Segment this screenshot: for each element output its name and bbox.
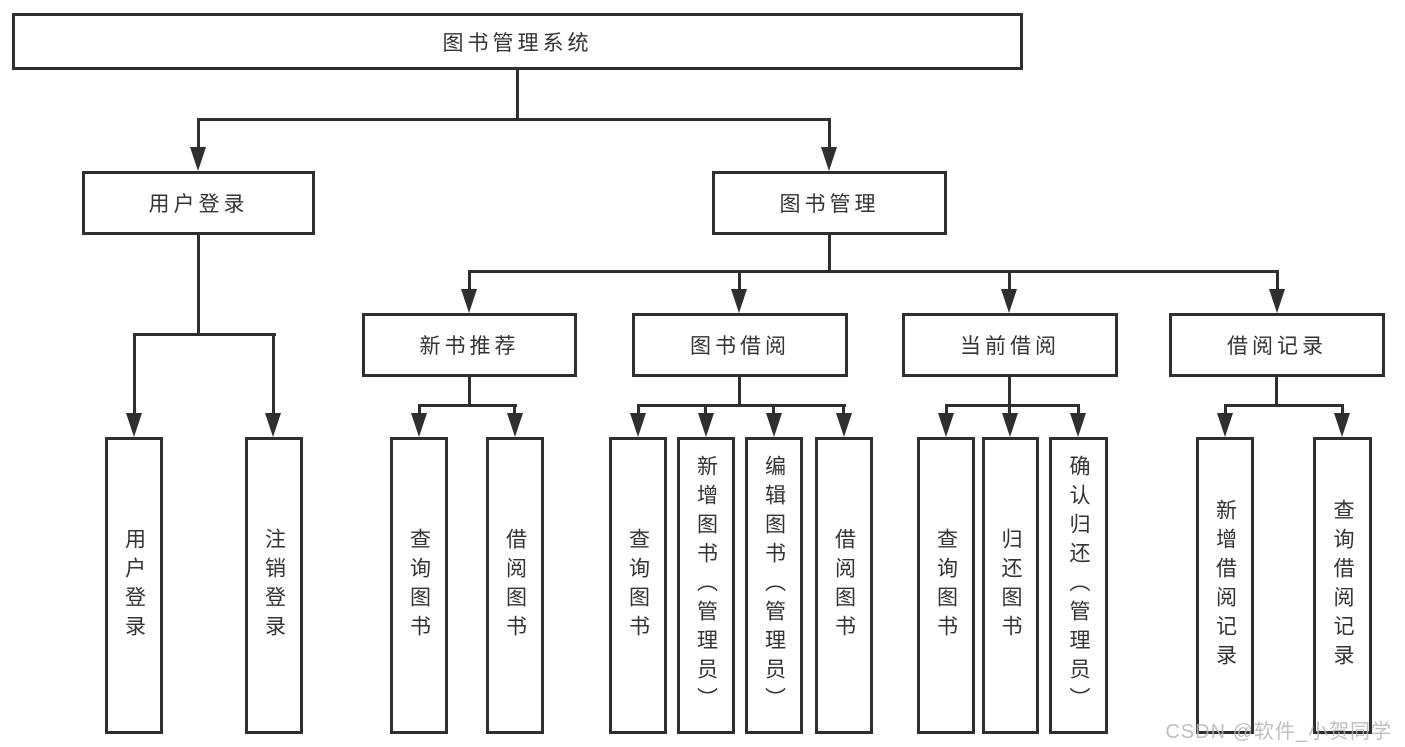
connector-line bbox=[842, 404, 845, 416]
connector-line bbox=[1276, 270, 1279, 292]
connector-line bbox=[133, 333, 276, 336]
connector-line bbox=[1224, 404, 1227, 416]
arrow-down-icon bbox=[1001, 289, 1017, 313]
leaf-borrow-books: 借阅图书 bbox=[815, 437, 873, 734]
node-label: 注销登录 bbox=[262, 527, 286, 644]
node-label: 归还图书 bbox=[999, 527, 1022, 644]
leaf-borrow-books-recommend: 借阅图书 bbox=[486, 437, 544, 734]
connector-line bbox=[468, 377, 471, 406]
connector-line bbox=[197, 118, 200, 148]
connector-line bbox=[637, 404, 846, 407]
connector-line bbox=[704, 404, 707, 416]
connector-line bbox=[828, 118, 831, 148]
connector-line bbox=[272, 333, 275, 415]
node-label: 当前借阅 bbox=[960, 335, 1060, 358]
connector-line bbox=[828, 235, 831, 273]
leaf-edit-books-admin: 编辑图书（管理员） bbox=[745, 437, 803, 734]
connector-line bbox=[1008, 270, 1011, 292]
connector-line bbox=[738, 377, 741, 406]
connector-line bbox=[738, 270, 741, 292]
connector-line bbox=[1275, 377, 1278, 406]
node-book-management: 图书管理 bbox=[712, 171, 947, 235]
leaf-return-books: 归还图书 bbox=[982, 437, 1039, 734]
connector-line bbox=[133, 333, 136, 415]
connector-line bbox=[197, 118, 831, 121]
connector-line bbox=[418, 404, 517, 407]
leaf-query-books-recommend: 查询图书 bbox=[390, 437, 448, 734]
arrow-down-icon bbox=[190, 147, 206, 171]
arrow-down-icon bbox=[1217, 413, 1233, 437]
connector-line bbox=[772, 404, 775, 416]
node-label: 查询借阅记录 bbox=[1331, 498, 1354, 673]
connector-line bbox=[1008, 377, 1011, 406]
leaf-user-login: 用户登录 bbox=[105, 437, 163, 734]
arrow-down-icon bbox=[821, 147, 837, 171]
arrow-down-icon bbox=[126, 413, 142, 437]
node-new-book-recommend: 新书推荐 bbox=[362, 313, 577, 377]
leaf-query-books-current: 查询图书 bbox=[917, 437, 975, 734]
connector-line bbox=[468, 270, 1279, 273]
node-label: 借阅图书 bbox=[503, 527, 527, 644]
node-library-system: 图书管理系统 bbox=[12, 13, 1023, 70]
node-label: 查询图书 bbox=[407, 527, 431, 644]
arrow-down-icon bbox=[1002, 413, 1018, 437]
arrow-down-icon bbox=[698, 413, 714, 437]
node-label: 图书借阅 bbox=[690, 335, 790, 358]
arrow-down-icon bbox=[836, 413, 852, 437]
arrow-down-icon bbox=[630, 413, 646, 437]
node-label: 图书管理系统 bbox=[442, 31, 593, 55]
arrow-down-icon bbox=[938, 413, 954, 437]
node-borrow-records: 借阅记录 bbox=[1169, 313, 1385, 377]
leaf-confirm-return-admin: 确认归还（管理员） bbox=[1049, 437, 1108, 734]
arrow-down-icon bbox=[265, 413, 281, 437]
connector-line bbox=[1224, 404, 1344, 407]
leaf-query-books-borrowing: 查询图书 bbox=[609, 437, 667, 734]
connector-line bbox=[516, 70, 519, 120]
node-label: 确认归还（管理员） bbox=[1067, 455, 1090, 716]
node-label: 新增借阅记录 bbox=[1213, 498, 1237, 673]
connector-line bbox=[1008, 404, 1011, 416]
csdn-watermark: CSDN @软件_小贺同学 bbox=[1165, 721, 1392, 743]
node-label: 借阅图书 bbox=[832, 527, 856, 644]
arrow-down-icon bbox=[766, 413, 782, 437]
leaf-add-books-admin: 新增图书（管理员） bbox=[677, 437, 735, 734]
node-label: 借阅记录 bbox=[1227, 335, 1327, 358]
connector-line bbox=[637, 404, 640, 416]
connector-line bbox=[945, 404, 948, 416]
connector-line bbox=[513, 404, 516, 416]
arrow-down-icon bbox=[507, 413, 523, 437]
node-label: 用户登录 bbox=[122, 527, 146, 644]
node-label: 图书管理 bbox=[779, 193, 880, 216]
node-book-borrowing: 图书借阅 bbox=[632, 313, 848, 377]
arrow-down-icon bbox=[461, 289, 477, 313]
leaf-add-borrow-record: 新增借阅记录 bbox=[1196, 437, 1254, 734]
connector-line bbox=[1077, 404, 1080, 416]
node-label: 查询图书 bbox=[934, 527, 958, 644]
connector-line bbox=[1341, 404, 1344, 416]
arrow-down-icon bbox=[731, 289, 747, 313]
arrow-down-icon bbox=[1269, 289, 1285, 313]
arrow-down-icon bbox=[1070, 413, 1086, 437]
leaf-query-borrow-record: 查询借阅记录 bbox=[1313, 437, 1372, 734]
node-label: 新增图书（管理员） bbox=[694, 455, 718, 716]
arrow-down-icon bbox=[1334, 413, 1350, 437]
connector-line bbox=[945, 404, 1080, 407]
arrow-down-icon bbox=[411, 413, 427, 437]
node-label: 用户登录 bbox=[148, 193, 249, 216]
connector-line bbox=[418, 404, 421, 416]
node-current-borrowing: 当前借阅 bbox=[902, 313, 1118, 377]
node-label: 编辑图书（管理员） bbox=[762, 455, 786, 716]
leaf-logout: 注销登录 bbox=[245, 437, 303, 734]
node-user-login: 用户登录 bbox=[82, 171, 315, 235]
connector-line bbox=[197, 235, 200, 335]
connector-line bbox=[468, 270, 471, 292]
node-label: 查询图书 bbox=[626, 527, 650, 644]
node-label: 新书推荐 bbox=[419, 335, 520, 358]
